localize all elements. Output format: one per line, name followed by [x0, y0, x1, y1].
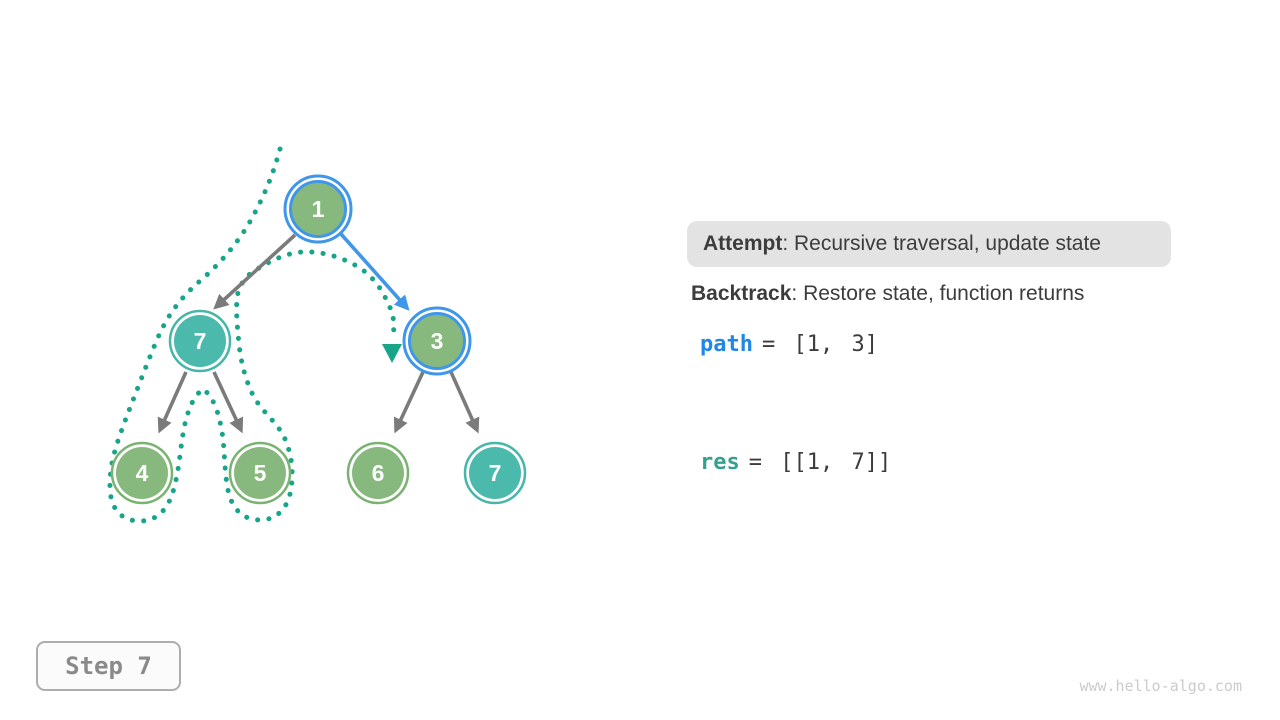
tree-node-label: 7 [194, 328, 207, 354]
attempt-label: Attempt [703, 232, 783, 255]
tree-node-6: 6 [346, 441, 410, 505]
traversal-trace-path [107, 146, 397, 524]
tree-edge-7-5 [212, 371, 244, 434]
tree-node-label: 4 [136, 460, 149, 486]
attempt-callout: Attempt: Recursive traversal, update sta… [687, 221, 1171, 267]
watermark: www.hello-algo.com [1079, 677, 1242, 695]
tree-edge-7-4 [157, 371, 188, 434]
step-badge: Step 7 [36, 641, 181, 691]
attempt-text: : Recursive traversal, update state [782, 232, 1101, 255]
tree-node-3: 3 [402, 306, 472, 376]
tree-node-1: 1 [283, 174, 353, 244]
path-state-line: path = [1, 3] [700, 332, 878, 357]
backtrack-text: : Restore state, function returns [791, 282, 1085, 305]
backtrack-label: Backtrack [691, 282, 792, 305]
tree-node-label: 3 [431, 328, 444, 354]
tree-node-label: 5 [254, 460, 267, 486]
path-variable: path [700, 332, 753, 357]
step-badge-label: Step 7 [65, 652, 152, 680]
tree-node-label: 1 [312, 196, 325, 222]
tree-edge-3-6 [393, 371, 425, 434]
tree-node-7: 7 [168, 309, 232, 373]
backtrack-line: Backtrack: Restore state, function retur… [691, 282, 1084, 306]
tree-edge-1-7 [213, 233, 297, 310]
tree-node-4: 4 [110, 441, 174, 505]
tree-edges [157, 232, 480, 434]
path-value: = [1, 3] [761, 332, 878, 357]
tree-node-label: 6 [372, 460, 385, 486]
tree-diagram: 1 7 3 4 5 6 7 [107, 146, 527, 524]
res-variable: res [700, 450, 740, 475]
tree-node-label: 7 [489, 460, 502, 486]
tree-edge-1-3-active [339, 232, 410, 311]
res-state-line: res = [[1, 7]] [700, 450, 891, 475]
tree-edge-3-7 [449, 371, 480, 434]
tree-node-7: 7 [463, 441, 527, 505]
res-value: = [[1, 7]] [748, 450, 892, 475]
tree-nodes: 1 7 3 4 5 6 7 [110, 174, 527, 505]
traversal-arrowhead-icon [382, 344, 402, 363]
tree-node-5: 5 [228, 441, 292, 505]
